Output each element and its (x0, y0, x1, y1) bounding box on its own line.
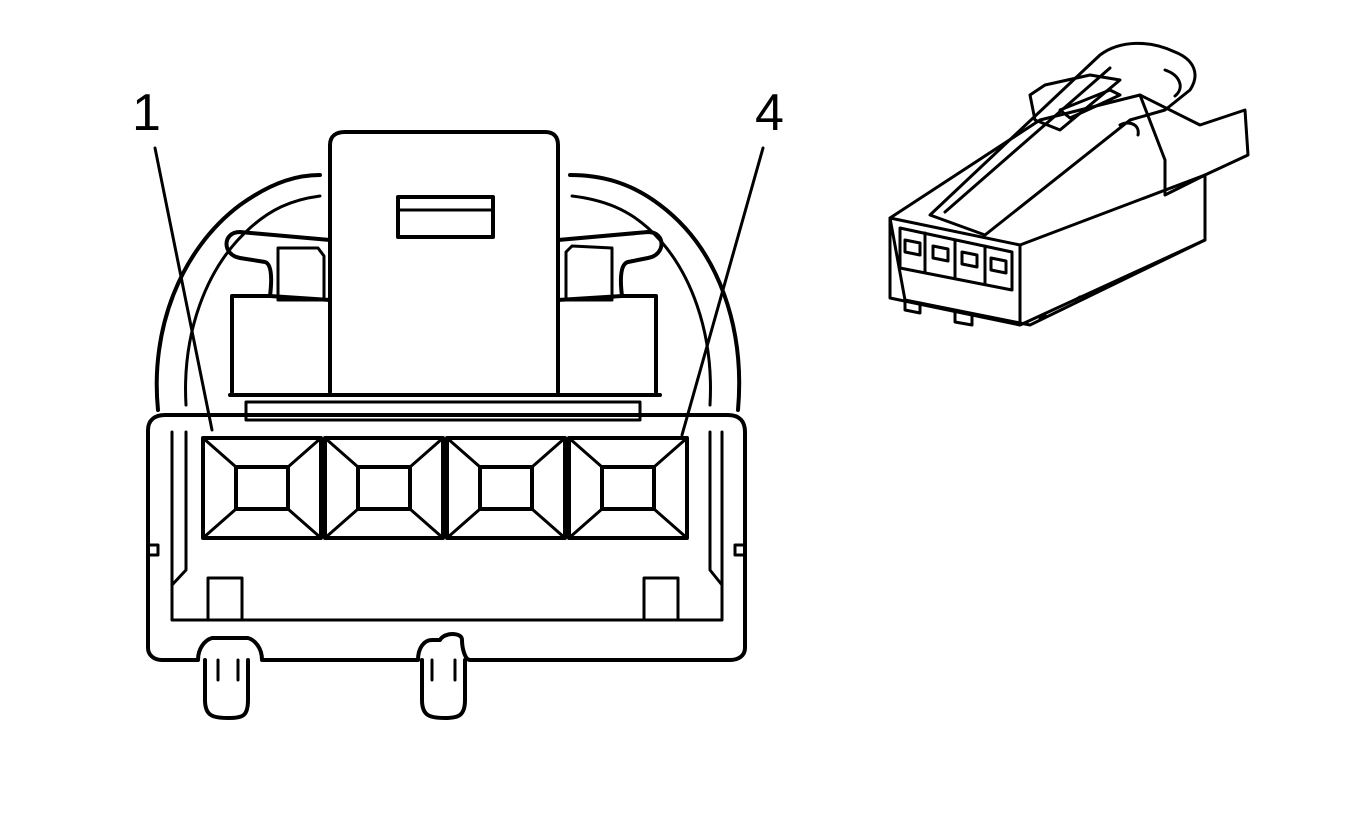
iso-bottom-feet (903, 295, 1082, 327)
pin-label-1: 1 (132, 84, 161, 142)
connector-hood-inner-left (184, 194, 322, 407)
iso-top-slot (1058, 88, 1122, 120)
terminal-cavity-3 (445, 436, 567, 540)
connector-front-view (146, 130, 765, 720)
latch-left-block (276, 246, 326, 302)
lower-slot-left (206, 576, 244, 622)
lower-slot-right (642, 576, 680, 622)
body-lower-line-right (708, 430, 724, 587)
connector-body (146, 413, 747, 662)
iso-body-top (888, 93, 1250, 327)
mounting-leg-left-inner (216, 658, 240, 682)
connector-hood-outer (154, 173, 322, 412)
iso-latch-ridge (943, 66, 1182, 214)
upper-shelf (244, 400, 642, 422)
leader-line-pin-4 (680, 146, 765, 437)
iso-front-cavity-squares (903, 238, 1008, 275)
iso-top-block (1028, 73, 1122, 132)
body-lower-line (170, 430, 188, 587)
latch-left (224, 230, 332, 394)
mounting-leg-right (420, 658, 467, 720)
side-rib-left (146, 543, 160, 557)
iso-right-body (1018, 173, 1207, 327)
iso-latch (928, 41, 1197, 237)
latch-right-block (564, 244, 614, 302)
leader-line-pin-1 (153, 146, 214, 432)
latch-right (556, 230, 664, 394)
pin-label-4: 4 (755, 84, 784, 142)
iso-front-cavities (898, 226, 1014, 292)
connector-body-inner (170, 430, 724, 622)
terminal-cavities (201, 436, 689, 540)
latch-right-post (556, 294, 624, 392)
connector-isometric-view (888, 41, 1250, 327)
terminal-cavity-4 (567, 436, 689, 540)
locking-tab-slot (396, 195, 495, 239)
side-rib-right (733, 543, 747, 557)
terminal-cavity-2 (323, 436, 445, 540)
mounting-leg-left (203, 658, 250, 720)
terminal-cavity-1 (201, 436, 323, 540)
latch-left-post (268, 294, 332, 392)
mounting-leg-right-inner (430, 658, 457, 682)
connector-hood-outer-right (568, 173, 742, 412)
locking-tab (328, 130, 560, 394)
iso-side-face (1118, 93, 1207, 197)
